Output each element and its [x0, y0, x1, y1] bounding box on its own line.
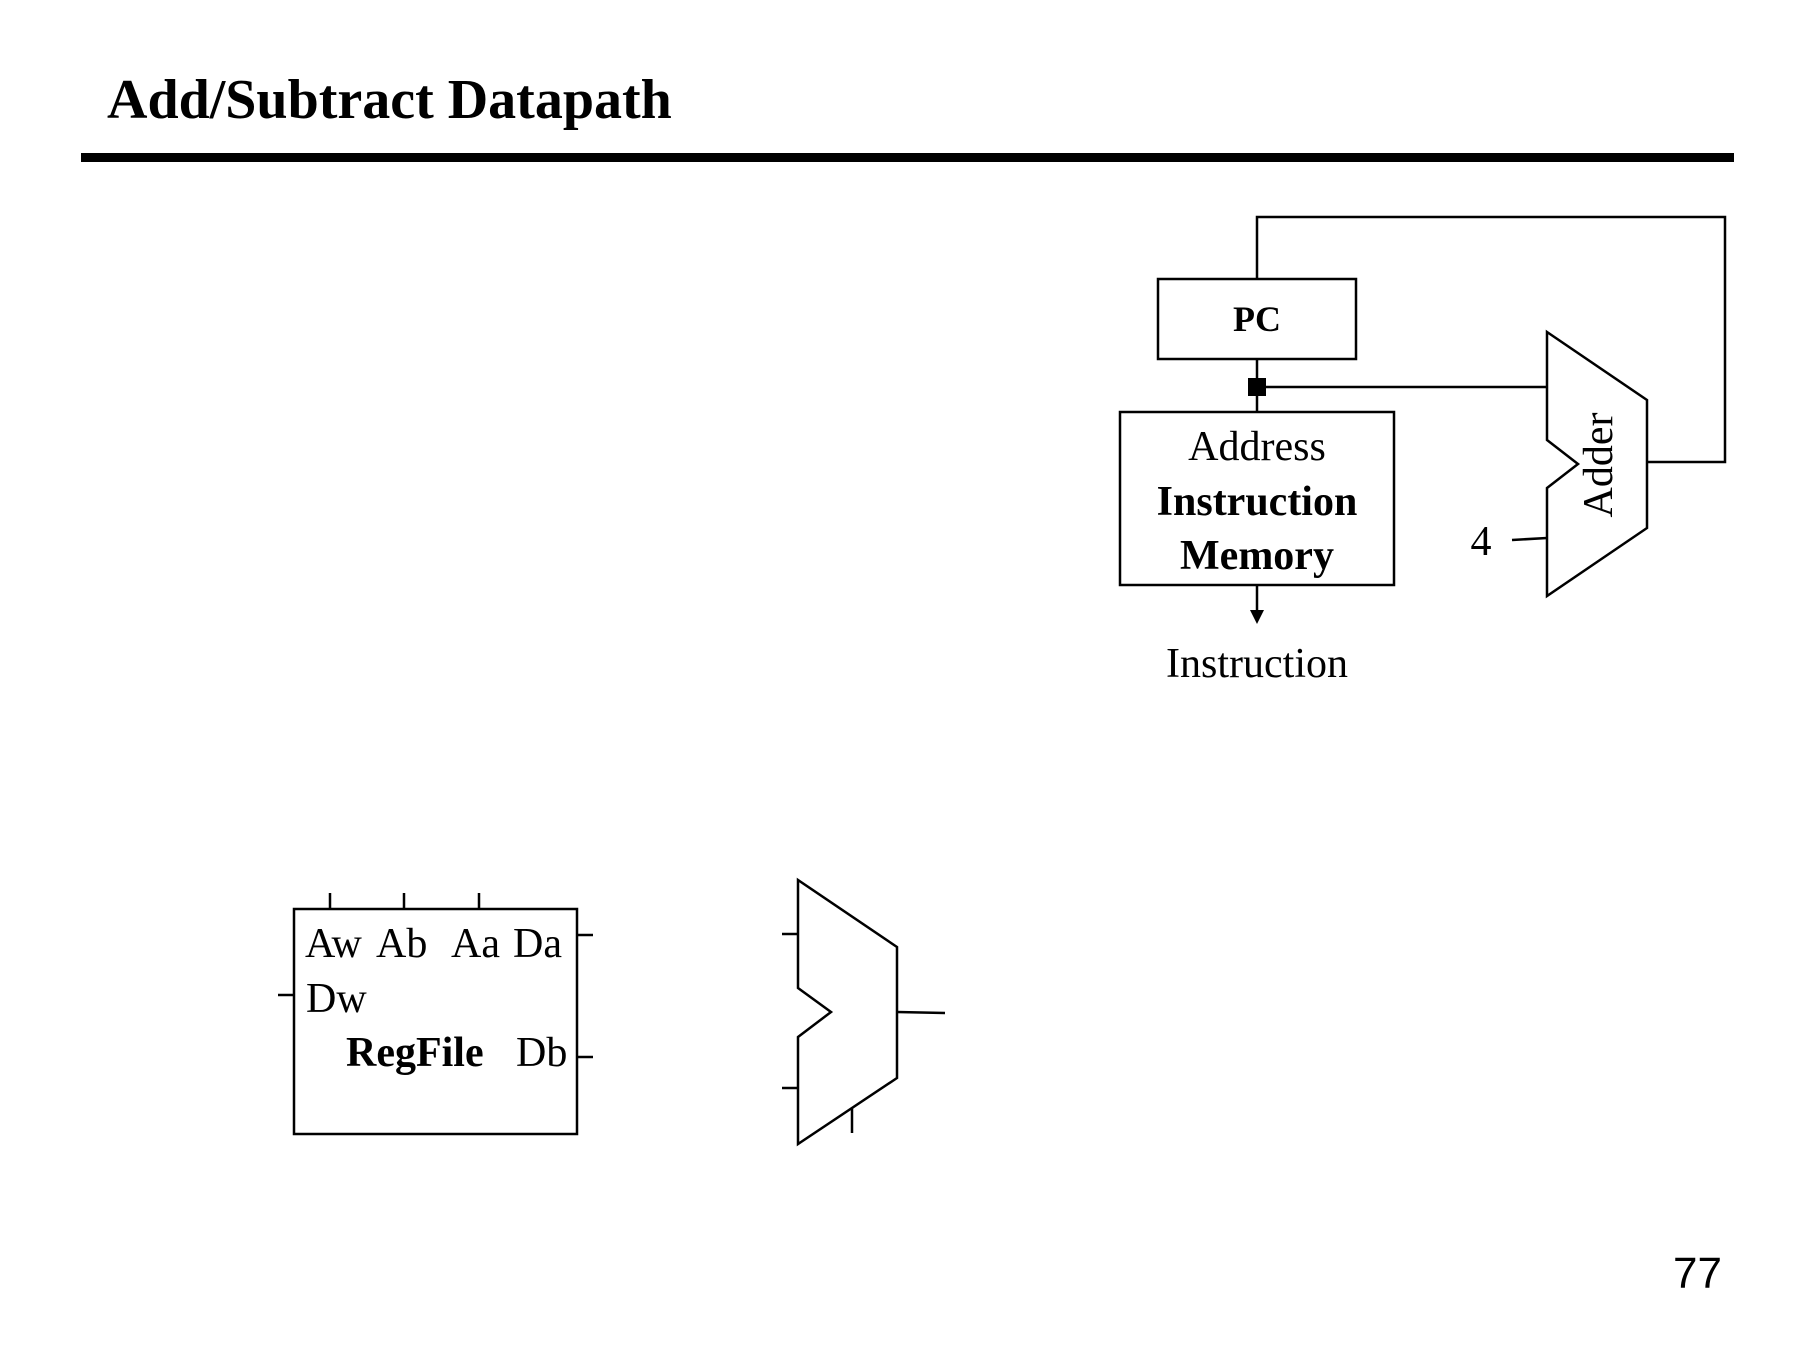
adder-constant-label: 4 [1471, 519, 1492, 565]
regfile-port-da: Da [513, 921, 562, 967]
instruction-output-arrow [1250, 610, 1264, 624]
regfile-port-aw: Aw [305, 921, 362, 967]
memory-name-line2: Memory [1180, 533, 1334, 579]
page-number: 77 [1673, 1249, 1722, 1298]
regfile-port-ab: Ab [376, 921, 427, 967]
regfile-port-dw: Dw [306, 976, 367, 1022]
regfile-port-aa: Aa [451, 921, 500, 967]
instruction-output-label: Instruction [1166, 641, 1348, 687]
alu-shape [796, 877, 899, 1147]
slide-title: Add/Subtract Datapath [107, 69, 672, 131]
pc-register [1156, 277, 1358, 361]
regfile-port-db: Db [516, 1030, 567, 1076]
title-underline [81, 153, 1734, 162]
adder-constant-wire [1511, 536, 1548, 542]
memory-name-line1: Instruction [1157, 479, 1358, 525]
alu-output [896, 1010, 946, 1015]
adder-shape [1545, 329, 1649, 599]
pc-label: PC [1233, 299, 1281, 339]
regfile-block [292, 907, 579, 1136]
instruction-memory-block [1118, 410, 1396, 587]
memory-address-label: Address [1188, 424, 1326, 470]
regfile-name: RegFile [346, 1030, 484, 1076]
adder-label: Adder [1576, 413, 1622, 518]
adder-feedback-wire [1255, 215, 1727, 464]
